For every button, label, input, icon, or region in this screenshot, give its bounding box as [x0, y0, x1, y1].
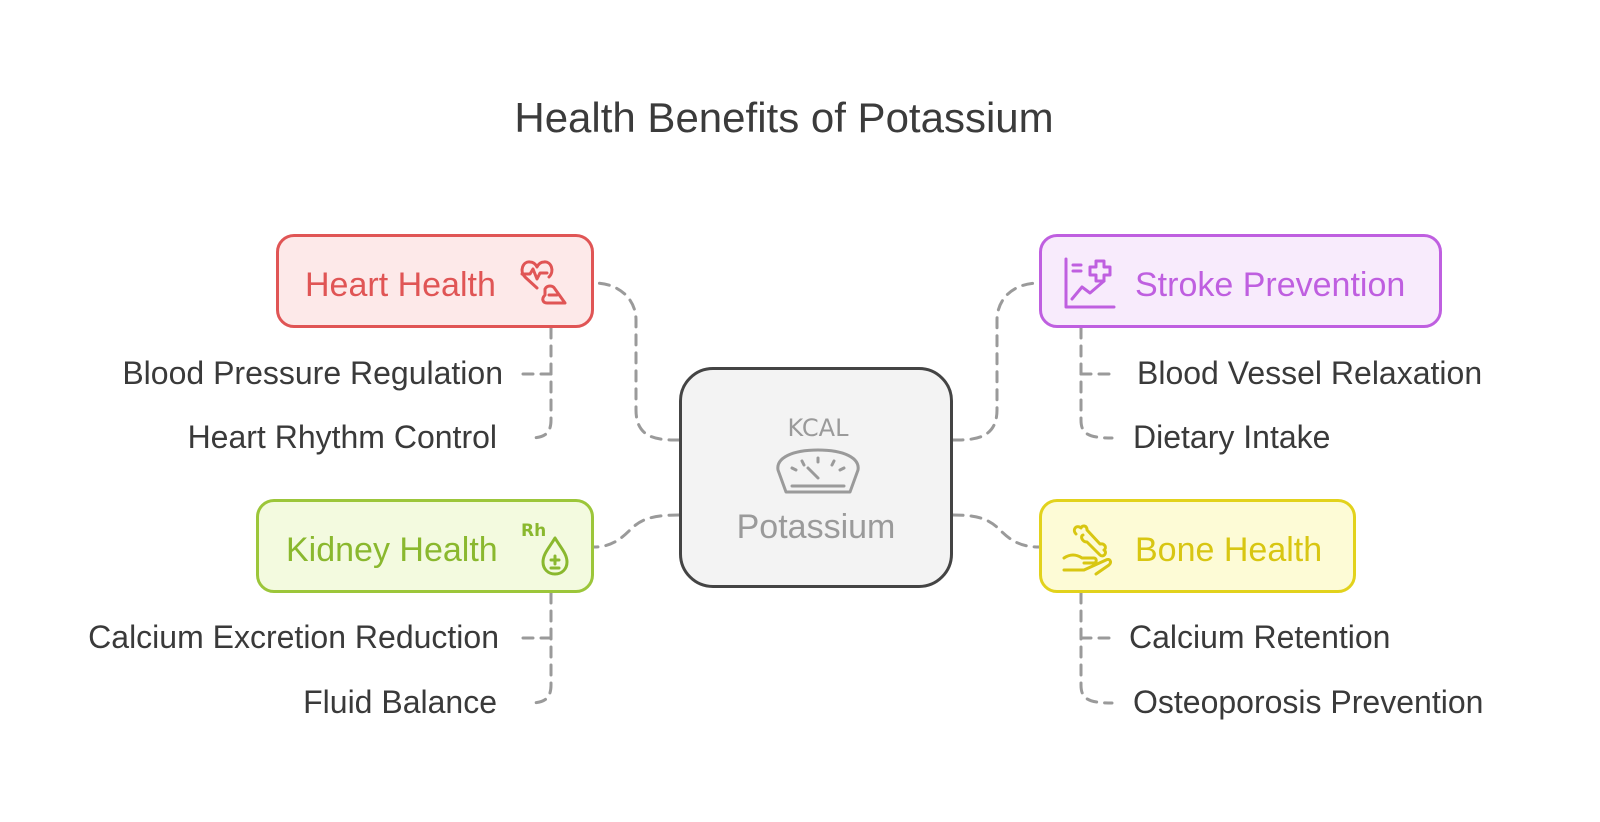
- connector-heart-leaves: [528, 326, 553, 440]
- connector-bone: [951, 513, 1041, 549]
- diagram-title: Health Benefits of Potassium: [514, 94, 1054, 141]
- leaf-heart-rhythm-control: Heart Rhythm Control: [187, 419, 497, 455]
- branch-kidney-health-label: Kidney Health: [286, 531, 498, 569]
- rh-icon-text: Rh: [521, 521, 546, 541]
- center-node-potassium: KCAL Potassium: [679, 367, 953, 588]
- branch-bone-health: Bone Health: [1039, 499, 1356, 593]
- branch-stroke-prevention: Stroke Prevention: [1039, 234, 1442, 328]
- connector-kidney: [592, 513, 681, 549]
- kcal-icon-text: KCAL: [788, 414, 850, 442]
- kcal-scale-icon: KCAL: [776, 414, 860, 494]
- connector-stroke-leaves: [1079, 326, 1114, 440]
- connector-kidney-leaves: [528, 591, 553, 705]
- leaf-calcium-excretion-reduction: Calcium Excretion Reduction: [88, 619, 499, 655]
- leaf-dietary-intake: Dietary Intake: [1133, 419, 1331, 455]
- connector-stroke: [951, 281, 1041, 442]
- health-chart-plus-icon: [1064, 257, 1116, 309]
- leaf-fluid-balance: Fluid Balance: [303, 684, 497, 720]
- branch-bone-health-label: Bone Health: [1135, 531, 1323, 569]
- leaf-blood-pressure-regulation: Blood Pressure Regulation: [122, 355, 503, 391]
- leaf-osteoporosis-prevention: Osteoporosis Prevention: [1133, 684, 1484, 720]
- center-node-label: Potassium: [736, 508, 896, 546]
- branch-heart-health-label: Heart Health: [305, 266, 496, 304]
- bone-in-hand-icon: [1062, 524, 1112, 576]
- heart-pulse-hand-icon: [520, 260, 567, 305]
- branch-stroke-prevention-label: Stroke Prevention: [1135, 266, 1406, 304]
- connector-heart: [592, 281, 681, 442]
- connector-bone-leaves: [1079, 591, 1114, 705]
- rh-blood-drop-icon: Rh: [521, 521, 569, 576]
- branch-heart-health: Heart Health: [276, 234, 594, 328]
- leaf-calcium-retention: Calcium Retention: [1129, 619, 1391, 655]
- branch-kidney-health: Kidney Health Rh: [256, 499, 594, 593]
- leaf-blood-vessel-relaxation: Blood Vessel Relaxation: [1137, 355, 1483, 391]
